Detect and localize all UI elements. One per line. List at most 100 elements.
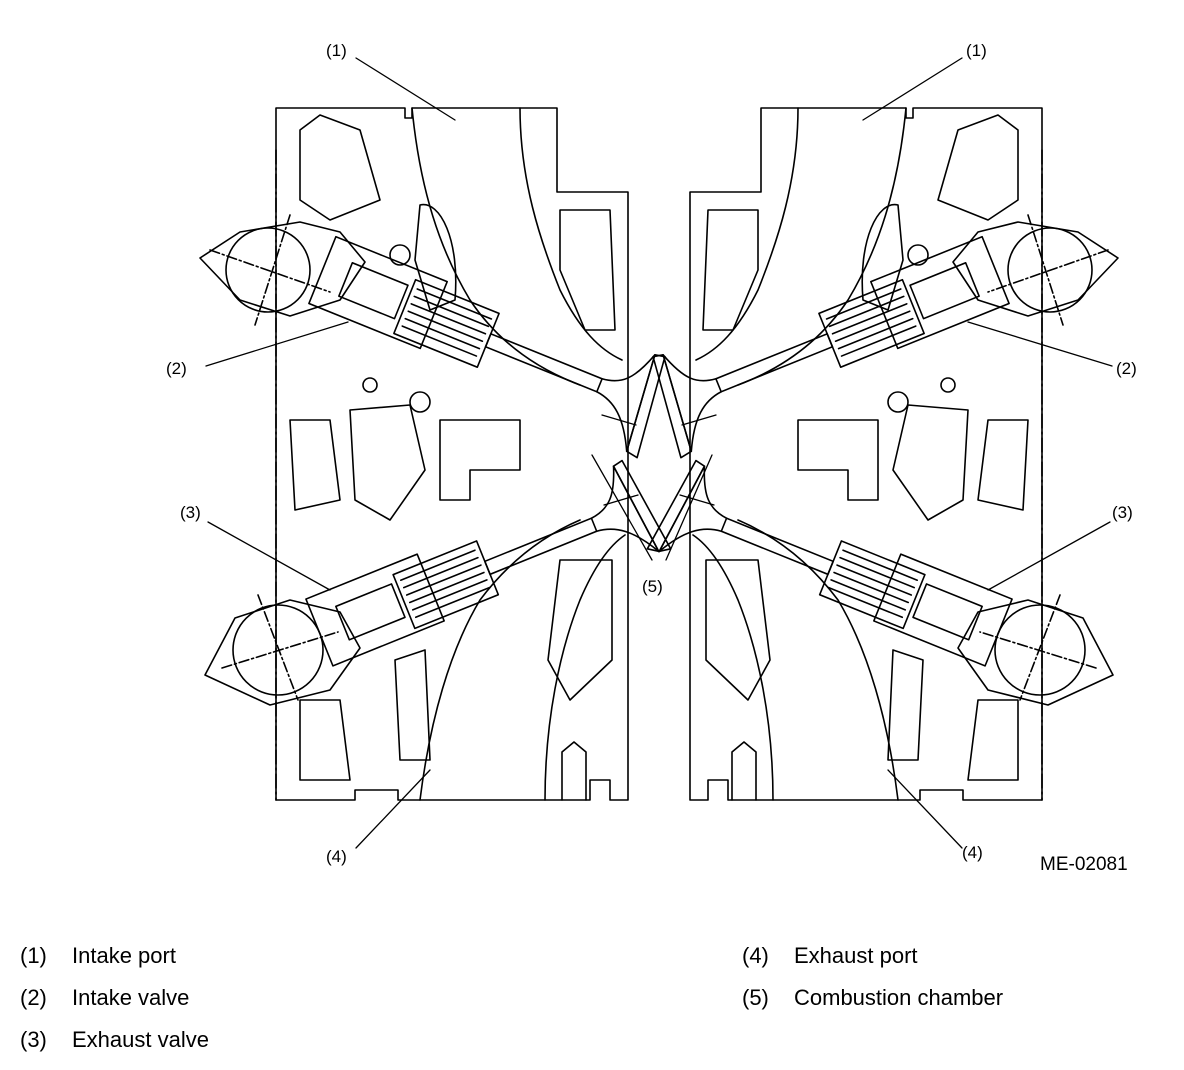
right-water-jacket-2	[861, 203, 904, 311]
figure-id: ME-02081	[1040, 854, 1128, 875]
callout-1-left: (1)	[326, 41, 347, 60]
right-water-jacket-5	[702, 209, 759, 331]
right-bolt-hole-3	[940, 377, 956, 393]
callout-1-right: (1)	[966, 41, 987, 60]
right-intake-lifter-bore	[870, 235, 1010, 350]
left-exhaust-tappet	[335, 583, 406, 641]
legend-label: Exhaust port	[794, 943, 918, 968]
leader-2-left	[205, 321, 349, 367]
callout-2-left: (2)	[166, 359, 187, 378]
left-bolt-hole-2	[409, 391, 431, 413]
legend-left-column: (1) Intake port (2) Intake valve (3) Exhaus…	[20, 935, 209, 1061]
left-water-jacket-8	[299, 699, 351, 781]
left-exhaust-valve	[305, 459, 672, 667]
right-intake-port-wall	[695, 107, 799, 361]
left-water-jacket-5	[559, 209, 616, 331]
left-water-jacket-7	[289, 419, 341, 511]
right-intake-tappet	[909, 261, 980, 320]
legend-item-intake-port: (1) Intake port	[20, 935, 209, 977]
leader-4-left	[355, 769, 431, 849]
left-exhaust-lifter-bore	[305, 553, 445, 667]
center-mark-lower-right	[679, 494, 715, 506]
center-mark-lower-left	[603, 494, 639, 506]
leader-5-right	[665, 454, 713, 561]
right-cylinder-head	[646, 107, 1119, 801]
legend-label: Exhaust valve	[72, 1027, 209, 1052]
legend-number: (5)	[742, 985, 769, 1010]
right-water-jacket-3	[892, 404, 969, 521]
left-intake-stem	[484, 333, 603, 393]
left-water-jacket-4	[439, 419, 521, 501]
right-exhaust-cam-lobe	[957, 599, 1114, 706]
center-mark-upper-right	[681, 414, 717, 426]
right-water-jacket-7	[977, 419, 1029, 511]
left-water-jacket-1	[299, 114, 381, 221]
legend-item-exhaust-valve: (3) Exhaust valve	[20, 1019, 209, 1061]
center-mark-upper-left	[601, 414, 637, 426]
right-exhaust-lifter-bore	[873, 553, 1013, 667]
left-exhaust-camshaft	[232, 604, 324, 696]
left-intake-valve	[308, 235, 666, 459]
left-intake-tappet	[338, 261, 409, 320]
right-intake-stem	[715, 333, 834, 393]
leader-3-right	[987, 521, 1111, 591]
leader-lines	[205, 57, 1113, 849]
right-intake-camshaft	[1007, 227, 1093, 313]
leader-3-left	[207, 521, 331, 591]
leader-1-right	[862, 57, 963, 121]
left-exhaust-port	[419, 519, 581, 801]
legend-number: (3)	[20, 1027, 47, 1052]
legend-item-exhaust-port: (4) Exhaust port	[742, 935, 1003, 977]
right-exhaust-stem	[720, 517, 834, 576]
left-water-jacket-3	[349, 404, 426, 521]
legend-right-column: (4) Exhaust port (5) Combustion chamber	[742, 935, 1003, 1019]
legend-number: (1)	[20, 943, 47, 968]
legend-number: (2)	[20, 985, 47, 1010]
left-plug-boss	[561, 741, 587, 801]
right-head-outline	[689, 107, 1043, 801]
legend-label: Combustion chamber	[794, 985, 1004, 1010]
legend-label: Intake valve	[72, 985, 190, 1010]
legend-number: (4)	[742, 943, 769, 968]
left-bolt-hole-3	[362, 377, 378, 393]
right-bolt-hole-2	[887, 391, 909, 413]
left-intake-port	[411, 107, 581, 386]
right-exhaust-port	[737, 519, 899, 801]
right-water-jacket-1	[937, 114, 1019, 221]
legend-label: Intake port	[72, 943, 176, 968]
callout-2-right: (2)	[1116, 359, 1137, 378]
left-head-outline	[275, 107, 629, 801]
left-cylinder-head	[199, 107, 672, 801]
right-exhaust-port-wall	[692, 534, 774, 801]
right-exhaust-camshaft	[994, 604, 1086, 696]
left-exhaust-stem	[484, 517, 598, 576]
right-intake-valve	[652, 235, 1010, 459]
left-intake-port-wall	[519, 107, 623, 361]
right-exhaust-tappet	[912, 583, 983, 641]
callout-4-left: (4)	[326, 847, 347, 866]
left-exhaust-cam-lobe	[204, 599, 361, 706]
left-water-jacket-9	[394, 649, 431, 761]
right-plug-boss	[731, 741, 757, 801]
right-water-jacket-9	[887, 649, 924, 761]
legend-item-combustion-chamber: (5) Combustion chamber	[742, 977, 1003, 1019]
right-bolt-hole-1	[907, 244, 929, 266]
callout-5: (5)	[642, 577, 663, 596]
leader-2-right	[967, 321, 1113, 367]
leader-4-right	[887, 769, 963, 849]
callout-3-left: (3)	[180, 503, 201, 522]
right-water-jacket-6	[705, 559, 771, 701]
callout-4-right: (4)	[962, 843, 983, 862]
leader-1-left	[355, 57, 456, 121]
legend-item-intake-valve: (2) Intake valve	[20, 977, 209, 1019]
callout-3-right: (3)	[1112, 503, 1133, 522]
right-water-jacket-8	[967, 699, 1019, 781]
right-water-jacket-4	[797, 419, 879, 501]
left-water-jacket-2	[414, 203, 457, 311]
cylinder-head-cross-section-diagram: (1) (1) (2) (2) (3) (3) (4) (4) (5) ME-0…	[166, 41, 1137, 875]
left-intake-lifter-bore	[308, 235, 448, 350]
right-intake-port	[737, 107, 907, 386]
left-exhaust-port-wall	[544, 534, 626, 801]
right-exhaust-valve	[646, 459, 1013, 667]
left-intake-camshaft	[225, 227, 311, 313]
